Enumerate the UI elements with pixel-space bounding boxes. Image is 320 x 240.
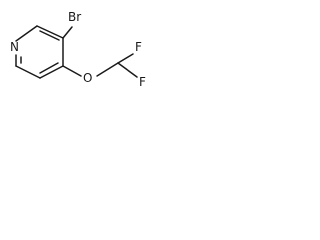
atom-label-oxygen: O — [83, 71, 92, 85]
bond-c2-c3 — [36, 25, 64, 39]
bond-c3-br — [62, 26, 73, 39]
chemical-structure-diagram: N Br O F F — [10, 10, 146, 89]
bond-o-c — [96, 62, 119, 77]
atom-label-nitrogen: N — [10, 40, 19, 54]
bond-c4-c5-double — [39, 62, 59, 74]
bond-c-f-bottom — [117, 62, 138, 78]
bond-c4-c5 — [39, 65, 64, 79]
bond-c4-o — [62, 65, 82, 77]
bond-c-f-top — [117, 53, 134, 64]
bond-c2-c3-double — [39, 30, 60, 41]
atom-label-bromine: Br — [68, 10, 81, 24]
bond-n-c2 — [15, 25, 38, 42]
atom-label-fluorine-top: F — [135, 40, 142, 54]
pyridine-ring — [15, 25, 64, 79]
atom-label-fluorine-bottom: F — [139, 75, 146, 89]
bond-c5-c6 — [15, 65, 41, 79]
